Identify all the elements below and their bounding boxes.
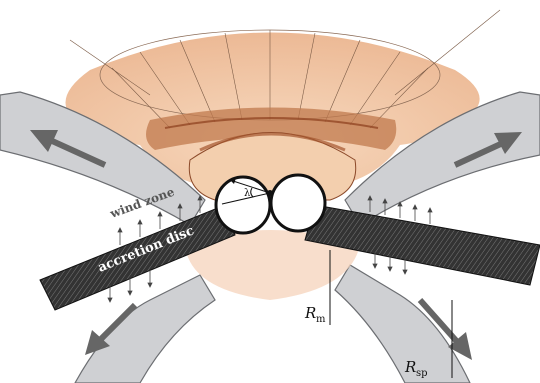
rm-label: R m <box>304 304 326 325</box>
svg-text:R: R <box>304 304 316 322</box>
svg-text:R: R <box>404 358 416 376</box>
svg-text:sp: sp <box>416 368 428 379</box>
svg-text:m: m <box>316 314 326 325</box>
outflow-right-lower <box>335 265 470 383</box>
lambda-label: λ <box>244 188 251 199</box>
